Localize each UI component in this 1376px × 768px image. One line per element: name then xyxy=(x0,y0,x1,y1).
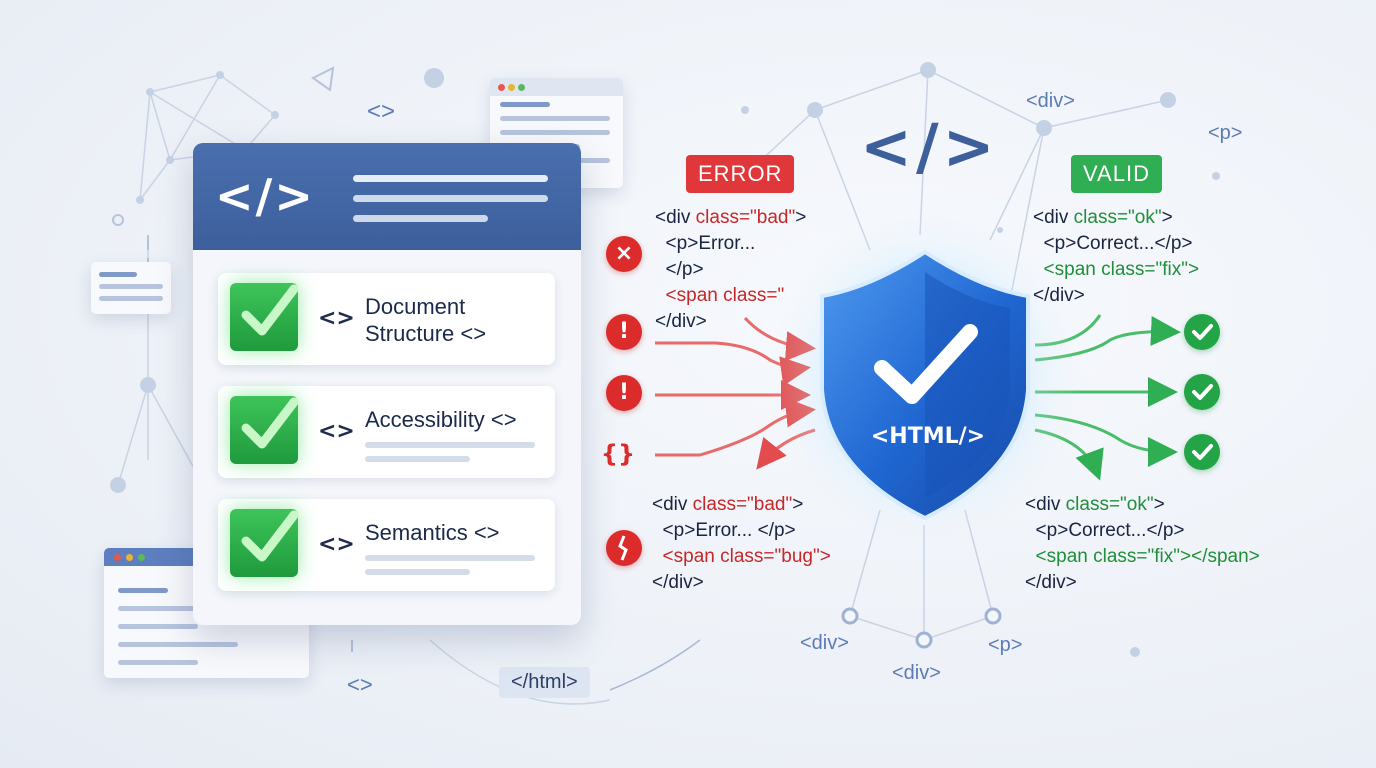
header-line xyxy=(353,215,488,222)
chevron-code-icon: <> xyxy=(318,419,355,444)
error-code-top: <div class="bad"> <p>Error... </p> <span… xyxy=(655,205,806,335)
div-tag-top: <div> xyxy=(1026,90,1075,112)
code-line: </div> xyxy=(1033,285,1085,306)
warning-icon: ! xyxy=(606,314,642,350)
code-line: </div> xyxy=(652,572,704,593)
check-circle-icon xyxy=(1184,434,1220,470)
item-title: Semantics <> xyxy=(365,520,500,545)
code-line: <span class=" xyxy=(655,285,785,306)
warning-icon: ! xyxy=(606,375,642,411)
code-line: <p>Correct...</p> xyxy=(1025,520,1185,541)
checkbox-checked-icon xyxy=(230,509,299,577)
code-line: </div> xyxy=(655,311,707,332)
item-line xyxy=(365,456,470,462)
code-icon: </> xyxy=(215,169,315,223)
header-line xyxy=(353,195,548,202)
item-line xyxy=(365,555,535,561)
item-line xyxy=(365,569,470,575)
error-code-bottom: <div class="bad"> <p>Error... </p> <span… xyxy=(652,492,831,596)
chevron-code-icon: <> xyxy=(318,532,355,557)
chevron-left-tag: <> xyxy=(367,98,396,125)
code-line: <div class="bad"> xyxy=(655,207,807,228)
error-badge: ERROR xyxy=(686,155,795,193)
code-line: <p>Correct...</p> xyxy=(1033,233,1193,254)
panel-header: </> xyxy=(193,143,581,250)
p-tag-top: <p> xyxy=(1208,122,1243,144)
code-line: </p> xyxy=(655,259,704,280)
valid-badge: VALID xyxy=(1071,155,1162,193)
shield-icon xyxy=(765,205,1085,545)
shield-label: <HTML/> xyxy=(870,424,986,449)
code-line: <div class="ok"> xyxy=(1025,494,1165,515)
div-tag-bottom-center: <div> xyxy=(892,662,941,684)
code-line: <span class="fix"></span> xyxy=(1025,546,1260,567)
code-icon: </> xyxy=(860,110,999,183)
valid-code-bottom: <div class="ok"> <p>Correct...</p> <span… xyxy=(1025,492,1260,596)
window-left-small xyxy=(91,262,171,314)
header-line xyxy=(353,175,548,182)
code-line: <span class="bug"> xyxy=(652,546,831,567)
checklist-item-semantics[interactable]: <> Semantics <> xyxy=(218,499,555,591)
broken-braces-icon: {} xyxy=(600,440,636,468)
checkbox-checked-icon xyxy=(230,283,299,351)
chevron-bottom-tag: <> xyxy=(347,672,373,697)
item-title: Document Structure <> xyxy=(365,294,487,346)
item-title: Accessibility <> xyxy=(365,407,517,432)
checkbox-checked-icon xyxy=(230,396,299,464)
checklist-item-accessibility[interactable]: <> Accessibility <> xyxy=(218,386,555,478)
code-line: <span class="fix"> xyxy=(1033,259,1200,280)
validation-checklist-panel: </> <> Document Structure <> <> Accessib… xyxy=(193,143,581,625)
check-circle-icon xyxy=(1184,374,1220,410)
p-tag-bottom: <p> xyxy=(988,634,1023,656)
item-line xyxy=(365,442,535,448)
div-tag-bottom-left: <div> xyxy=(800,632,849,654)
bug-icon xyxy=(606,530,642,566)
check-circle-icon xyxy=(1184,314,1220,350)
valid-code-top: <div class="ok"> <p>Correct...</p> <span… xyxy=(1033,205,1199,309)
code-line: <p>Error... xyxy=(655,233,756,254)
chevron-code-icon: <> xyxy=(318,306,355,331)
code-line: </div> xyxy=(1025,572,1077,593)
checklist-item-document-structure[interactable]: <> Document Structure <> xyxy=(218,273,555,365)
html-close-tag: </html> xyxy=(499,667,590,698)
code-line: <div class="bad"> xyxy=(652,494,804,515)
code-line: <div class="ok"> xyxy=(1033,207,1173,228)
error-x-icon: × xyxy=(606,236,642,272)
code-line: <p>Error... </p> xyxy=(652,520,796,541)
